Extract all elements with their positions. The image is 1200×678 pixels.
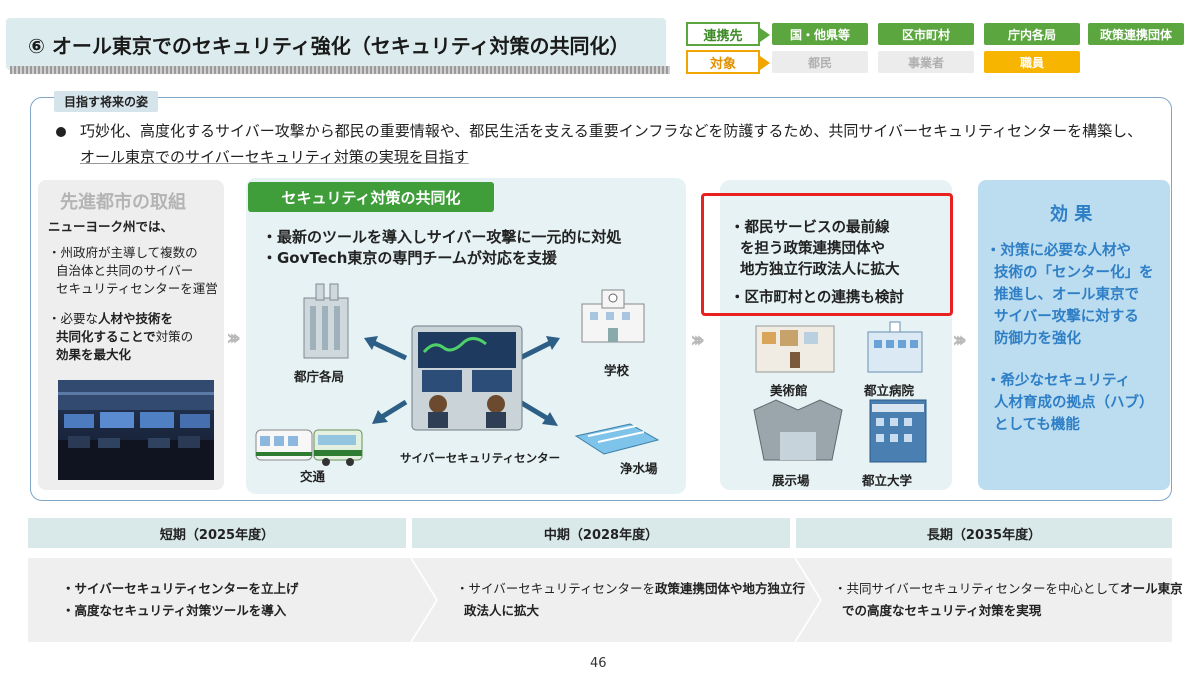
shared-security-badge: セキュリティ対策の共同化 <box>248 182 494 212</box>
target-chip-staff: 職員 <box>984 51 1080 73</box>
chevron-right-icon-3: ››› <box>952 328 967 353</box>
title-underline <box>10 66 670 74</box>
center-line-1: ・最新のツールを導入しサイバー攻撃に一元的に対処 <box>262 228 622 246</box>
timeline-long-header: 長期（2035年度） <box>796 518 1172 548</box>
facility-illustrations <box>753 321 927 463</box>
effect-line-2: 技術の「センター化」を <box>994 265 1154 281</box>
partner-chip-policy-org: 政策連携団体 <box>1088 23 1184 45</box>
exhibition-hall-icon <box>753 399 843 461</box>
label-water-plant: 浄水場 <box>620 461 658 476</box>
effect-line-1: ・対策に必要な人材や <box>986 243 1131 259</box>
label-university: 都立大学 <box>862 473 913 488</box>
target-chip-business: 事業者 <box>878 51 974 73</box>
expansion-line-4: ・区市町村との連携も検討 <box>730 290 904 306</box>
city-point-2-line-1: ・必要な人材や技術を <box>48 311 174 326</box>
label-soc: サイバーセキュリティセンター <box>400 451 561 465</box>
label-exhibition-hall: 展示場 <box>772 473 810 488</box>
vision-line-2: オール東京でのサイバーセキュリティ対策の実現を目指す <box>80 148 469 166</box>
nyc-soc-photo <box>58 380 214 480</box>
water-plant-icon <box>574 423 660 455</box>
government-building-icon <box>303 283 349 359</box>
connection-arrows <box>364 336 560 426</box>
museum-icon <box>755 325 835 373</box>
timeline-short-header: 短期（2025年度） <box>28 518 406 548</box>
partner-chip-national: 国・他県等 <box>772 23 868 45</box>
timeline-mid-body <box>412 558 794 642</box>
timeline-long-body <box>796 558 1172 642</box>
timeline-mid-header: 中期（2028年度） <box>412 518 790 548</box>
vision-tag: 目指す将来の姿 <box>54 91 159 112</box>
center-line-2: ・GovTech東京の専門チームが対応を支援 <box>262 249 557 267</box>
effect-line-6: ・希少なセキュリティ <box>986 373 1131 389</box>
effect-line-8: としても機能 <box>994 417 1080 433</box>
label-government-bureaus: 都庁各局 <box>294 369 345 384</box>
city-point-1-line-2: 自治体と共同のサイバー <box>56 263 194 278</box>
effect-line-7: 人材育成の拠点（ハブ） <box>994 395 1154 411</box>
effect-panel <box>978 180 1170 490</box>
highlight-box <box>701 193 953 316</box>
chevron-right-icon: ››› <box>226 326 241 351</box>
partner-chip-bureaus: 庁内各局 <box>984 23 1080 45</box>
effect-line-4: サイバー攻撃に対する <box>994 309 1139 325</box>
expansion-line-3: 地方独立行政法人に拡大 <box>740 262 900 278</box>
label-transit: 交通 <box>300 469 326 484</box>
university-icon <box>869 399 927 463</box>
partner-label: 連携先 <box>686 22 770 46</box>
soc-network-illustration <box>255 283 660 466</box>
label-hospital: 都立病院 <box>864 383 915 398</box>
title-bar: ⑥ オール東京でのセキュリティ強化（セキュリティ対策の共同化） <box>6 18 670 74</box>
label-museum: 美術館 <box>770 383 808 398</box>
bullet-icon <box>56 126 66 137</box>
city-point-2-line-2: 共同化することで対策の <box>56 329 194 344</box>
label-school: 学校 <box>604 363 630 378</box>
transit-icon <box>255 429 363 466</box>
leading-city-title: 先進都市の取組 <box>60 192 186 213</box>
vision-line-1: 巧妙化、高度化するサイバー攻撃から都民の重要情報や、都民生活を支える重要インフラ… <box>56 120 1142 141</box>
page-title: ⑥ オール東京でのセキュリティ強化（セキュリティ対策の共同化） <box>28 34 630 58</box>
effect-line-5: 防御力を強化 <box>994 331 1081 347</box>
mid-item-line-1: ・サイバーセキュリティセンターを政策連携団体や地方独立行 <box>456 581 806 596</box>
city-point-2-line-3: 効果を最大化 <box>56 347 132 362</box>
partner-chip-municipal: 区市町村 <box>878 23 974 45</box>
cyber-security-center-icon <box>411 325 523 431</box>
chevron-right-icon-2: ››› <box>690 328 705 353</box>
vision-box <box>30 97 1172 501</box>
short-item-1: ・サイバーセキュリティセンターを立上げ <box>62 581 299 596</box>
expansion-line-1: ・都民サービスの最前線 <box>730 220 890 236</box>
page-number: 46 <box>590 656 607 671</box>
hospital-icon <box>867 321 923 373</box>
school-icon <box>581 289 645 343</box>
timeline-short-body <box>28 558 410 642</box>
city-point-1-line-1: ・州政府が主導して複数の <box>48 245 198 260</box>
city-lead: ニューヨーク州では、 <box>48 219 174 234</box>
effect-line-3: 推進し、オール東京で <box>994 287 1139 303</box>
soc-room-image <box>58 380 214 480</box>
long-item-line-2: での高度なセキュリティ対策を実現 <box>842 603 1042 618</box>
long-item-line-1: ・共同サイバーセキュリティセンターを中心としてオール東京 <box>834 581 1183 596</box>
effect-title: 効 果 <box>1050 204 1093 225</box>
short-item-2: ・高度なセキュリティ対策ツールを導入 <box>62 603 287 618</box>
expansion-line-2: を担う政策連携団体や <box>740 241 885 257</box>
target-chip-citizens: 都民 <box>772 51 868 73</box>
target-label: 対象 <box>686 50 770 74</box>
city-point-1-line-3: セキュリティセンターを運営 <box>56 281 218 296</box>
mid-item-line-2: 政法人に拡大 <box>464 603 540 618</box>
